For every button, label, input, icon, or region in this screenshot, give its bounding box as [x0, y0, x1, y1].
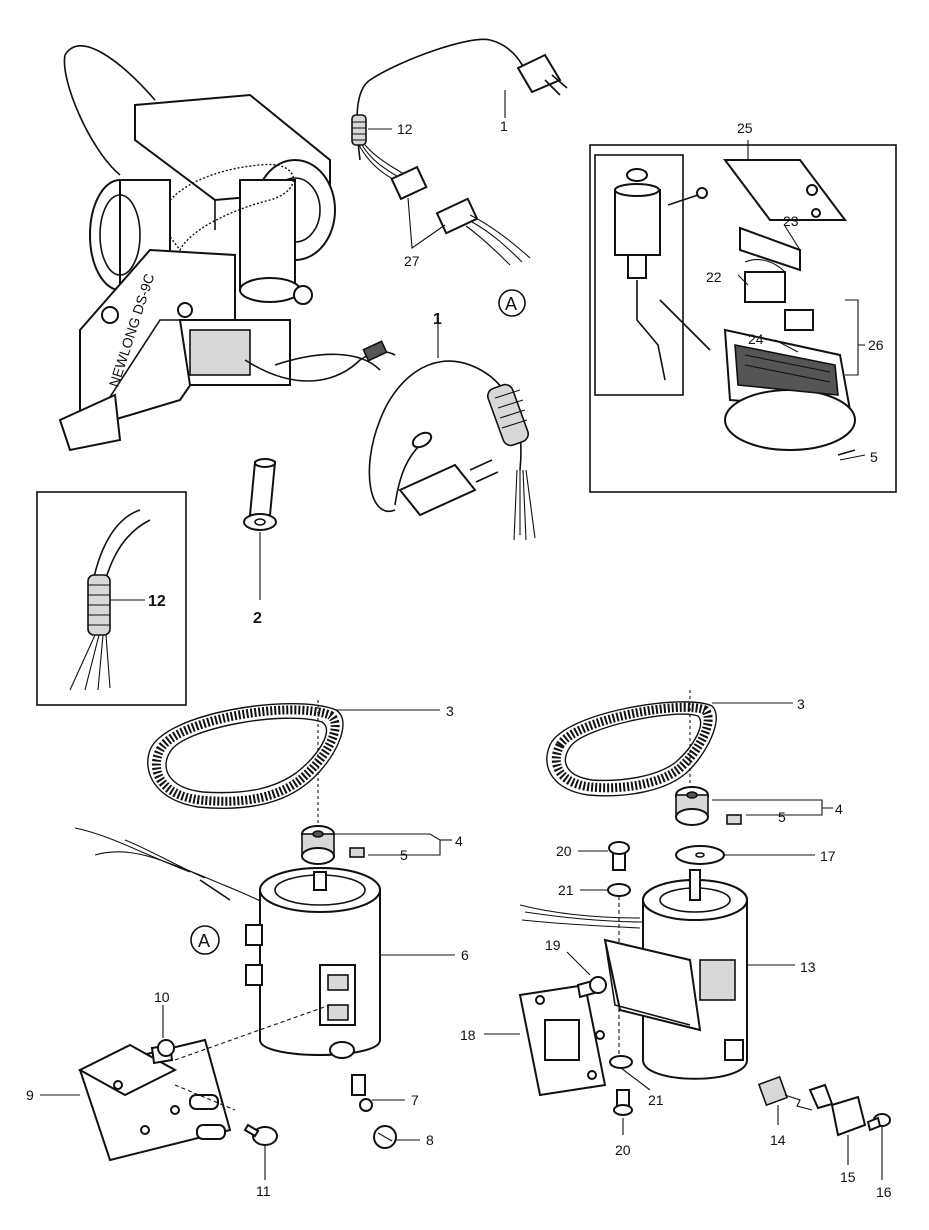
marker-a-lower: A — [190, 925, 220, 955]
callout-5-left: 5 — [400, 847, 408, 863]
callout-6: 6 — [461, 947, 469, 963]
callout-20-top: 20 — [556, 843, 572, 859]
callout-23: 23 — [783, 213, 799, 229]
callout-3-left: 3 — [446, 703, 454, 719]
power-cord-top — [351, 38, 568, 266]
sewing-machine-assembly: NEWLONG DS-9C — [58, 45, 396, 452]
callout-15: 15 — [840, 1169, 856, 1185]
callout-18: 18 — [460, 1027, 476, 1043]
callout-25: 25 — [737, 120, 753, 136]
callout-7: 7 — [411, 1092, 419, 1108]
callout-5-box: 5 — [870, 449, 878, 465]
callout-21-bottom: 21 — [648, 1092, 664, 1108]
callout-10: 10 — [154, 989, 170, 1005]
marker-a-upper: A — [498, 289, 526, 317]
callout-19: 19 — [545, 937, 561, 953]
callout-27: 27 — [404, 253, 420, 269]
callout-24: 24 — [748, 331, 764, 347]
svg-text:A: A — [198, 931, 210, 951]
callout-1-top: 1 — [500, 118, 508, 134]
handle-grip — [243, 458, 277, 600]
power-cord-middle — [368, 318, 536, 541]
callout-1-middle: 1 — [433, 311, 442, 328]
callout-2: 2 — [253, 610, 262, 627]
callout-20-bottom: 20 — [615, 1142, 631, 1158]
left-motor-group — [40, 700, 455, 1180]
callout-13: 13 — [800, 959, 816, 975]
callout-21-top: 21 — [558, 882, 574, 898]
callout-3-right: 3 — [797, 696, 805, 712]
svg-text:A: A — [505, 294, 517, 314]
callout-5-right: 5 — [778, 809, 786, 825]
callout-9: 9 — [26, 1087, 34, 1103]
callout-14: 14 — [770, 1132, 786, 1148]
control-unit-box — [589, 140, 897, 493]
callout-4-left: 4 — [455, 833, 463, 849]
callout-8: 8 — [426, 1132, 434, 1148]
callout-22: 22 — [706, 269, 722, 285]
callout-11: 11 — [256, 1183, 271, 1199]
callout-17: 17 — [820, 848, 836, 864]
callout-12-top: 12 — [397, 121, 413, 137]
callout-16: 16 — [876, 1184, 892, 1200]
callout-26: 26 — [868, 337, 884, 353]
inset-box-grommet — [36, 491, 187, 706]
right-motor-group — [484, 690, 891, 1180]
callout-4-right: 4 — [835, 801, 843, 817]
callout-12-inset: 12 — [148, 593, 166, 610]
